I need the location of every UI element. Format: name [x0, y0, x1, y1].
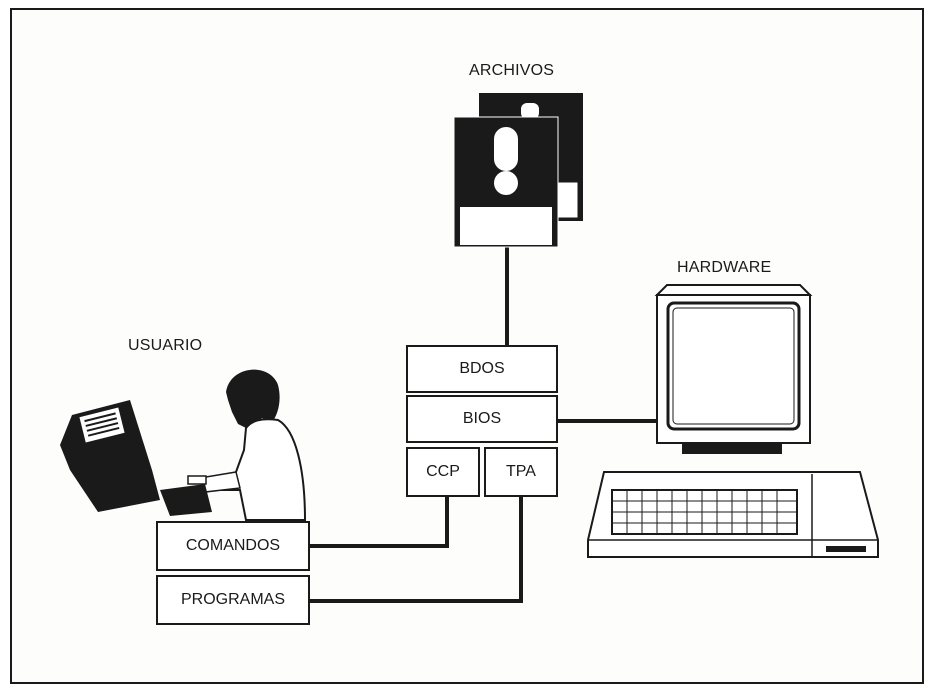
- programas-box: PROGRAMAS: [156, 575, 310, 625]
- floppy-disk-icon: [453, 93, 583, 248]
- user-person-icon: [160, 369, 307, 521]
- keyboard-icon: [587, 471, 879, 558]
- comandos-box: COMANDOS: [156, 521, 310, 571]
- bdos-box: BDOS: [406, 345, 558, 393]
- tpa-box: TPA: [484, 447, 558, 497]
- computer-monitor-icon: [654, 284, 813, 454]
- connector-programas-tpa: [310, 497, 523, 603]
- printer-icon: [60, 400, 160, 512]
- connector-comandos-ccp: [310, 497, 449, 548]
- connector-lines: [310, 246, 660, 603]
- hardware-label: HARDWARE: [677, 259, 772, 276]
- bios-box: BIOS: [406, 395, 558, 443]
- usuario-label: USUARIO: [128, 337, 203, 354]
- archivos-label: ARCHIVOS: [469, 62, 555, 79]
- ccp-box: CCP: [406, 447, 480, 497]
